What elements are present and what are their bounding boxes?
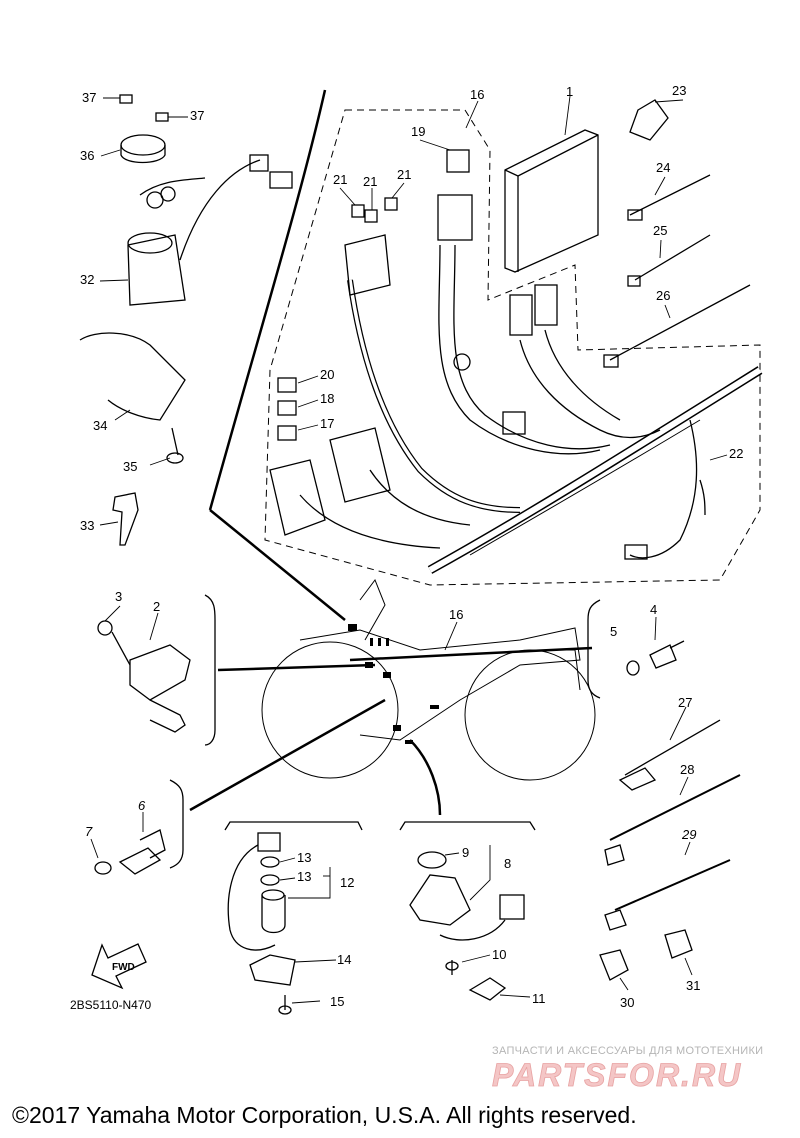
callout-7: 7 [85,824,93,839]
callout-13: 13 [297,869,312,884]
wire-harness-group [264,109,763,586]
callout-32: 32 [80,272,95,287]
callout-22: 22 [729,446,744,461]
callout-35: 35 [123,459,138,474]
motorcycle-silhouette [261,578,596,781]
watermark-logo-text: PARTSFOR.RU [492,1058,742,1093]
callout-10: 10 [492,947,507,962]
callout-16: 16 [470,87,485,102]
callout-37: 37 [190,108,205,123]
callout-29: 29 [682,827,697,842]
callout-5: 5 [610,624,618,639]
callout-3: 3 [115,589,123,604]
fwd-arrow: FWD [91,943,147,990]
cable-ties-group [599,99,751,981]
callout-36: 36 [80,148,95,163]
callout-9: 9 [462,845,470,860]
callout-23: 23 [672,83,687,98]
callout-13: 13 [297,850,312,865]
callout-30: 30 [620,995,635,1010]
section-brackets [169,594,601,869]
callout-18: 18 [320,391,335,406]
callout-27: 27 [678,695,693,710]
callout-2: 2 [153,599,161,614]
leader-lines [189,509,593,816]
callout-25: 25 [653,223,668,238]
callout-4: 4 [650,602,658,617]
callout-26: 26 [656,288,671,303]
sensor-6-group [94,829,166,875]
callout-1: 1 [566,84,574,99]
callout-14: 14 [337,952,352,967]
watermark-subtitle: ЗАПЧАСТИ И АКСЕССУАРЫ ДЛЯ МОТОТЕХНИКИ [492,1045,764,1057]
sensor-12-group [227,832,296,1015]
callout-34: 34 [93,418,108,433]
callout-21: 21 [397,167,412,182]
callout-12: 12 [340,875,355,890]
bike-markers [348,624,439,744]
callout-20: 20 [320,367,335,382]
callout-15: 15 [330,994,345,1009]
callout-21: 21 [363,174,378,189]
callout-31: 31 [686,978,701,993]
callout-6: 6 [138,798,146,813]
callout-17: 17 [320,416,335,431]
callout-19: 19 [411,124,426,139]
ignition-coil-group [97,620,191,733]
sensor-8-group [409,851,525,1001]
callout-16: 16 [449,607,464,622]
copyright-notice: ©2017 Yamaha Motor Corporation, U.S.A. A… [12,1102,637,1128]
callout-8: 8 [504,856,512,871]
callout-11: 11 [532,991,546,1006]
callout-37: 37 [82,90,97,105]
diagram-code: 2BS5110-N470 [70,998,152,1012]
callout-24: 24 [656,160,671,175]
callout-21: 21 [333,172,348,187]
fwd-label: FWD [112,962,135,973]
ignition-switch-group [79,89,327,546]
watermark-logo: PARTSFOR.RU [492,1058,742,1093]
callout-leaders [90,95,728,1004]
callout-33: 33 [80,518,95,533]
sensor-4-group [626,640,685,676]
callout-28: 28 [680,762,695,777]
